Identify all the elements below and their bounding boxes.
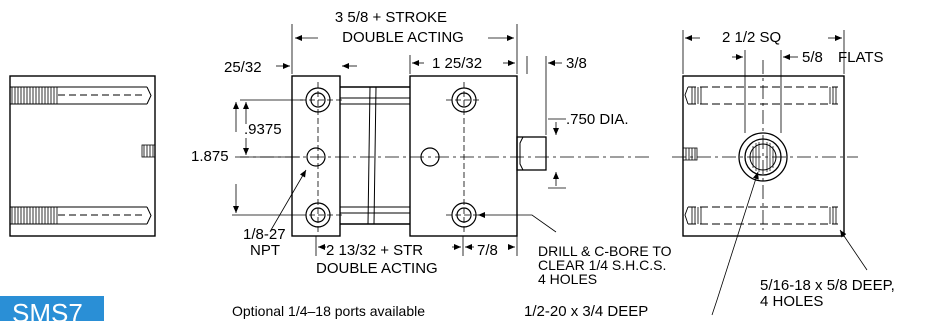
rod-block-width-label: 1 25/32 <box>432 55 482 72</box>
rod-projection-label: 3/8 <box>566 55 587 72</box>
rod-diameter-label: .750 DIA. <box>566 111 629 128</box>
port-thread-type: NPT <box>250 242 280 259</box>
port-spacing-label: .9375 <box>244 121 282 138</box>
tapped-holes-count: 4 HOLES <box>760 293 823 310</box>
tapped-holes-label: 5/16-18 x 5/8 DEEP, <box>760 277 895 294</box>
rod-thread-label: 1/2-20 x 3/4 DEEP <box>524 303 648 320</box>
hole-spacing-label: 1.875 <box>191 148 229 165</box>
head-offset-label: 25/32 <box>224 59 262 76</box>
mount-holes-label-1: DRILL & C-BORE TO <box>538 243 672 259</box>
overall-length-note: DOUBLE ACTING <box>342 29 464 46</box>
square-size-label: 2 1/2 SQ <box>722 29 781 46</box>
port-thread-label: 1/8-27 <box>243 226 286 243</box>
end-view <box>672 30 868 316</box>
ports-note: Optional 1/4–18 ports available <box>232 303 425 319</box>
mount-holes-label-3: 4 HOLES <box>538 271 597 287</box>
flats-label: FLATS <box>838 49 884 66</box>
between-heads-label: 2 13/32 + STR <box>326 242 423 259</box>
overall-length-label: 3 5/8 + STROKE <box>335 9 447 26</box>
mount-holes-label-2: CLEAR 1/4 S.H.C.S. <box>538 257 666 273</box>
flats-size-label: 5/8 <box>802 49 823 66</box>
model-tag: SMS7 <box>0 296 104 321</box>
side-view <box>232 24 650 256</box>
top-view <box>9 75 156 237</box>
model-tag-label: SMS7 <box>12 298 83 321</box>
rod-end-length-label: 7/8 <box>477 242 498 259</box>
between-heads-note: DOUBLE ACTING <box>316 260 438 277</box>
